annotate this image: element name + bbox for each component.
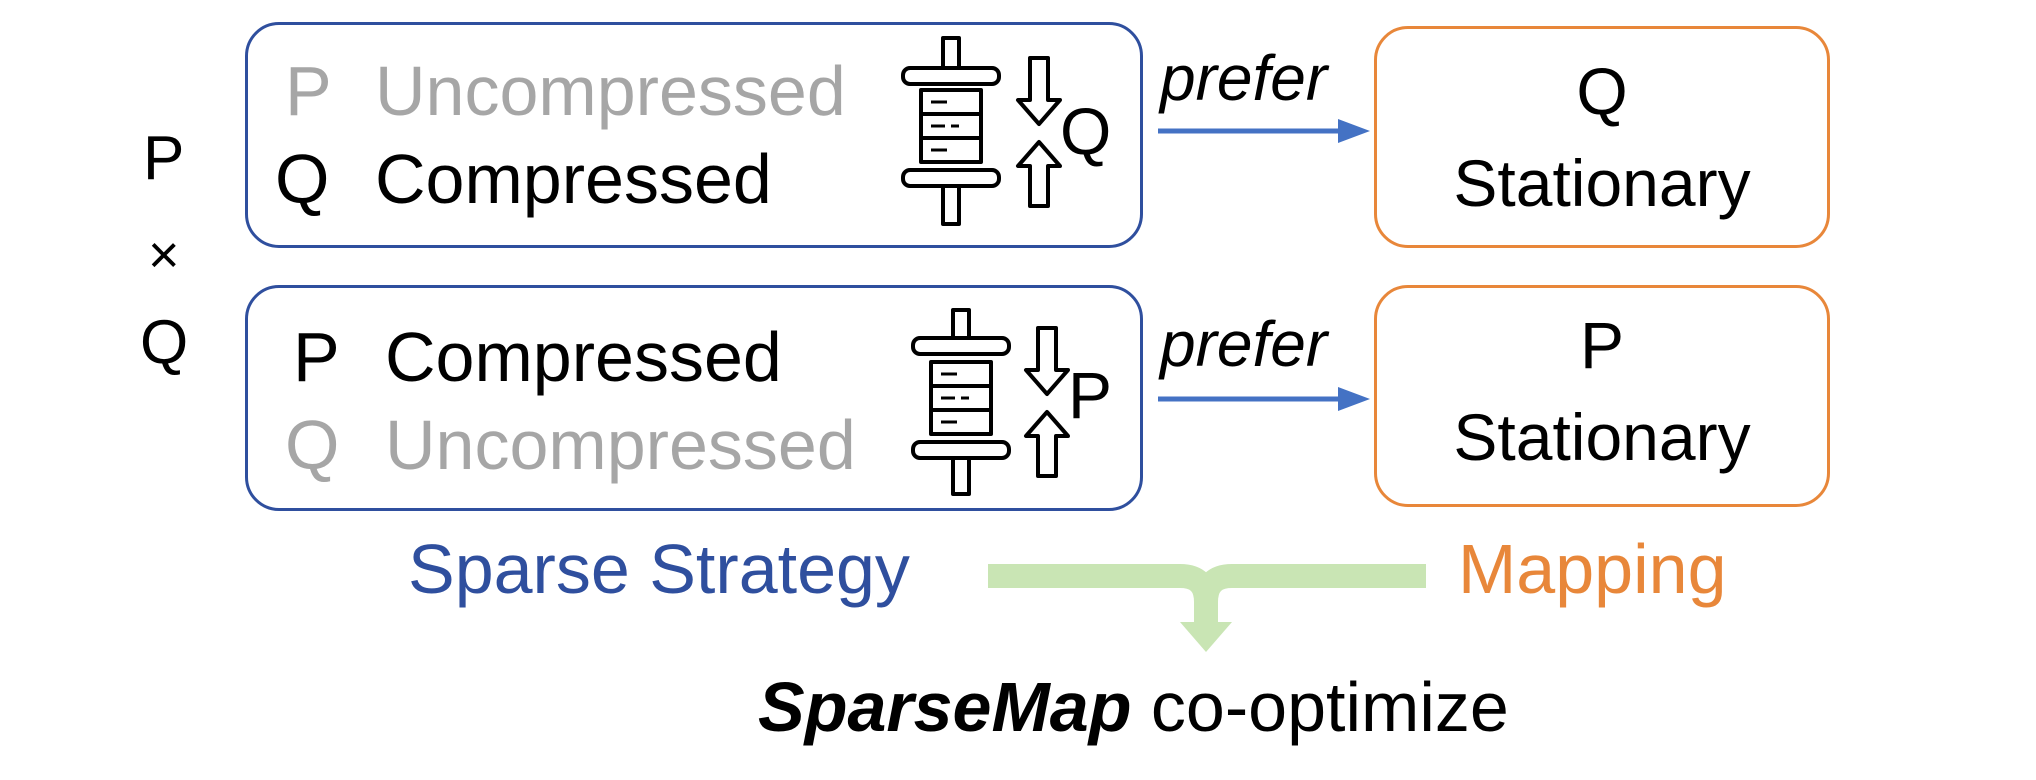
- mapping-bottom-line2: Stationary: [1453, 400, 1751, 474]
- up-arrow-icon: [1024, 410, 1070, 478]
- top-line1-label: Uncompressed: [375, 52, 846, 130]
- top-buffer-var: Q: [1060, 94, 1112, 168]
- mapping-bottom-line1: P: [1579, 308, 1625, 382]
- strategy-box-top: [245, 22, 1143, 248]
- prefer-label-top: prefer: [1160, 42, 1328, 114]
- prefer-label-bottom: prefer: [1160, 308, 1328, 380]
- buffer-icon: [911, 308, 1011, 496]
- down-arrow-icon: [1016, 56, 1062, 126]
- bottom-line2-label: Uncompressed: [385, 406, 856, 484]
- mapping-box-bottom: [1374, 285, 1830, 507]
- co-optimize-text: co-optimize: [1131, 668, 1509, 746]
- strategy-box-bottom: [245, 285, 1143, 511]
- bottom-line1-var: P: [293, 318, 340, 396]
- top-line1-var: P: [285, 52, 332, 130]
- co-optimize-caption: SparseMap co-optimize: [758, 672, 1509, 742]
- buffer-icon: [901, 36, 1001, 226]
- operator-times: ×: [148, 225, 180, 285]
- mapping-top-line1: Q: [1576, 54, 1628, 128]
- sparsemap-name: SparseMap: [758, 668, 1132, 746]
- mapping-box-top: [1374, 26, 1830, 248]
- mapping-top-line2: Stationary: [1453, 146, 1751, 220]
- bottom-line1-label: Compressed: [385, 318, 782, 396]
- prefer-arrow-top: [1158, 119, 1370, 143]
- sparse-strategy-label: Sparse Strategy: [408, 530, 910, 608]
- top-line2-label: Compressed: [375, 140, 772, 218]
- combine-brace: [988, 564, 1426, 652]
- up-arrow-icon: [1016, 140, 1062, 208]
- bottom-buffer-var: P: [1068, 358, 1113, 432]
- top-line2-var: Q: [275, 140, 330, 218]
- operand-q: Q: [140, 308, 189, 377]
- bottom-line2-var: Q: [285, 406, 340, 484]
- operand-p: P: [143, 124, 185, 193]
- prefer-arrow-bottom: [1158, 387, 1370, 411]
- down-arrow-icon: [1024, 326, 1070, 396]
- mapping-label: Mapping: [1458, 530, 1727, 608]
